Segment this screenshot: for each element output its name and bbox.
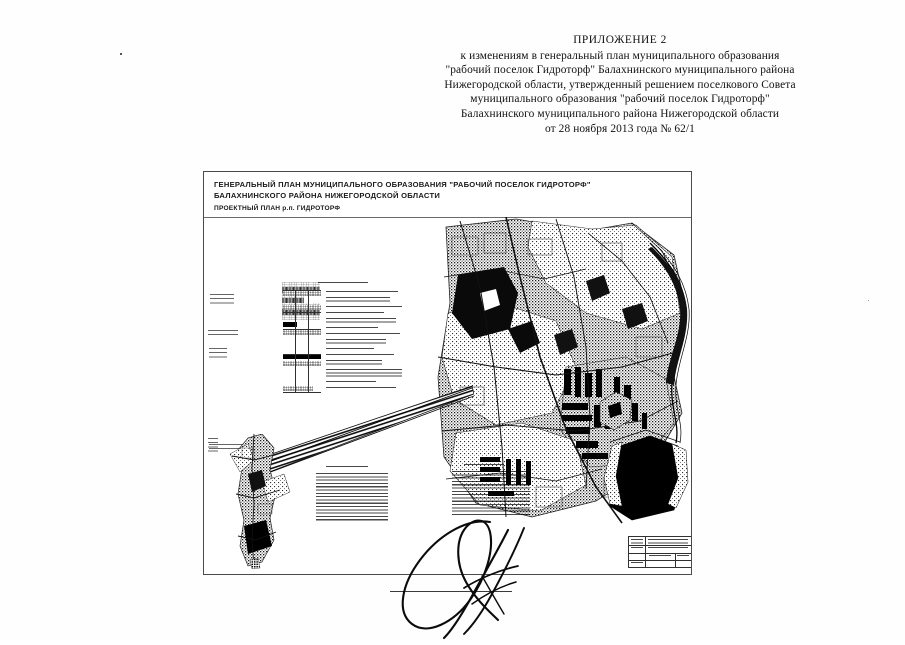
appendix-line-2: "рабочий поселок Гидроторф" Балахнинског… <box>445 64 795 77</box>
legend-swatch <box>283 330 321 335</box>
legend-grid-rule <box>308 290 309 393</box>
legend-grid-rule <box>283 329 321 330</box>
margin-note-left-low <box>209 348 227 358</box>
appendix-line-5: Балахнинского муниципального района Ниже… <box>460 107 780 120</box>
legend-swatch <box>282 315 320 320</box>
notes-body <box>316 473 388 521</box>
map-subtitle: ПРОЕКТНЫЙ ПЛАН р.п. ГИДРОТОРФ <box>214 205 341 212</box>
water-body <box>603 429 689 521</box>
scan-speck <box>868 300 869 301</box>
stamp-text <box>648 547 688 550</box>
stamp-text <box>631 547 643 550</box>
map-title-block: ГЕНЕРАЛЬНЫЙ ПЛАН МУНИЦИПАЛЬНОГО ОБРАЗОВА… <box>214 180 674 214</box>
appendix-header: ПРИЛОЖЕНИЕ 2 к изменениям в генеральный … <box>385 33 855 136</box>
appendix-line-4: муниципального образования "рабочий посе… <box>470 93 770 106</box>
stamp-rule <box>675 553 676 567</box>
margin-note-left-top <box>210 294 234 306</box>
legend-entry-text <box>326 318 396 324</box>
legend-panel <box>282 282 407 394</box>
legend-swatch <box>282 282 320 287</box>
margin-note-left-mid <box>208 330 238 336</box>
signature-rule <box>390 591 512 592</box>
map-sheet: ГЕНЕРАЛЬНЫЙ ПЛАН МУНИЦИПАЛЬНОГО ОБРАЗОВА… <box>203 171 692 575</box>
legend-entry-text <box>326 339 386 345</box>
notes-heading <box>464 464 504 467</box>
legend-entry-text <box>326 360 382 366</box>
legend-entry-text <box>326 354 394 357</box>
legend-entry-text <box>326 327 378 330</box>
legend-swatch <box>283 291 321 296</box>
appendix-line-6: от 28 ноября 2013 года № 62/1 <box>545 122 695 135</box>
secondary-settlement <box>229 434 291 569</box>
legend-entry-text <box>326 306 402 309</box>
stamp-text <box>649 555 671 558</box>
legend-swatch <box>282 298 304 303</box>
title-divider <box>204 217 691 218</box>
stamp-rule <box>645 537 646 567</box>
notes-heading <box>326 466 368 469</box>
legend-entry-text <box>326 291 398 294</box>
legend-heading <box>318 282 368 285</box>
legend-swatch <box>283 322 297 327</box>
stamp-rule <box>629 553 691 554</box>
appendix-line-3: Нижегородской области, утвержденный реше… <box>444 78 796 91</box>
notes-body <box>452 471 530 515</box>
appendix-line-1: к изменениям в генеральный план муниципа… <box>460 49 780 62</box>
stamp-text <box>677 555 689 558</box>
legend-entry-text <box>326 381 376 384</box>
appendix-title: ПРИЛОЖЕНИЕ 2 <box>573 34 667 46</box>
map-title-line-2: БАЛАХНИНСКОГО РАЙОНА НИЖЕГОРОДСКОЙ ОБЛАС… <box>214 190 441 200</box>
map-title-line-1: ГЕНЕРАЛЬНЫЙ ПЛАН МУНИЦИПАЛЬНОГО ОБРАЗОВА… <box>214 180 591 189</box>
legend-grid-rule <box>283 392 321 393</box>
margin-note-corridor-label <box>209 444 249 449</box>
stamp-text <box>631 562 643 565</box>
legend-swatch <box>283 361 321 366</box>
legend-swatch <box>283 305 321 310</box>
stamp-text <box>648 539 688 544</box>
legend-entry-text <box>326 348 374 351</box>
scan-speck <box>120 53 122 55</box>
legend-swatch <box>283 386 313 391</box>
legend-entry-text <box>326 387 396 390</box>
legend-entry-text <box>326 369 402 378</box>
stamp-text <box>631 539 643 544</box>
stamp-block <box>628 536 691 568</box>
notes-column-left <box>316 466 394 524</box>
legend-entry-text <box>326 312 384 315</box>
notes-column-right <box>452 464 534 518</box>
legend-entry-text <box>326 297 390 303</box>
stamp-rule <box>629 560 691 561</box>
stamp-rule <box>629 545 691 546</box>
legend-grid-rule <box>283 354 321 355</box>
legend-grid-rule <box>295 290 296 393</box>
detached-hamlet <box>599 391 633 431</box>
legend-swatch <box>283 355 321 359</box>
legend-entry-text <box>326 333 400 336</box>
legend-grid-rule <box>283 290 321 291</box>
legend-grid-rule <box>283 312 321 313</box>
